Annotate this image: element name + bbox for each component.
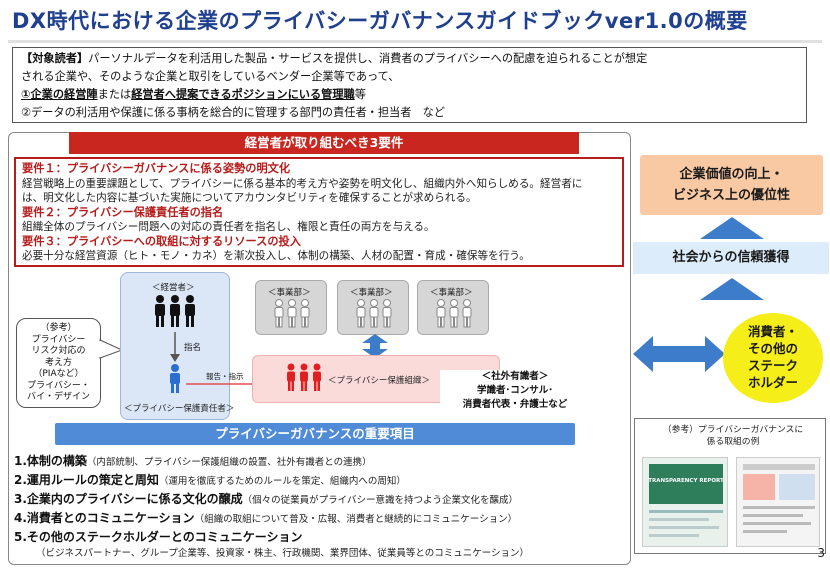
title-divider bbox=[8, 40, 822, 43]
page-number: 3 bbox=[817, 546, 825, 560]
requirement-2-body: 組織全体のプライバシー問題への対応の責任者を指名し、権限と責任の両方を与える。 bbox=[22, 221, 435, 233]
up-chevron-2 bbox=[700, 278, 764, 300]
external-experts-label: ＜社外有識者＞ 学識者･コンサル･ 消費者代表・弁護士など bbox=[440, 370, 590, 416]
reference-examples-caption: （参考）プライバシーガバナンスに 係る取組の例 bbox=[662, 425, 804, 447]
stakeholders-circle: 消費者・ その他の ステーク ホルダー bbox=[723, 313, 823, 403]
department-people-icon-2 bbox=[356, 299, 392, 328]
requirements-banner: 経営者が取り組むべき3要件 bbox=[69, 132, 579, 154]
target-readers-box: 【対象読者】パーソナルデータを利活用した製品・サービスを提供し、消費者のプライバ… bbox=[12, 47, 807, 123]
executive-label: ＜経営者＞ bbox=[152, 283, 195, 293]
governance-item-5: 5.その他のステークホルダーとのコミュニケーション bbox=[14, 530, 303, 544]
report-label: 報告・指示 bbox=[206, 372, 244, 381]
governance-banner: プライバシーガバナンスの重要項目 bbox=[55, 423, 575, 445]
thumbnail-title: TRANSPARENCY REPORT bbox=[648, 478, 724, 484]
target-item-1: ①企業の経営陣または経営者へ提案できるポジションにいる管理職等 bbox=[21, 88, 366, 101]
privacy-page-thumbnail bbox=[736, 457, 820, 547]
corporate-value-box: 企業価値の向上・ ビジネス上の優位性 bbox=[640, 155, 823, 215]
department-people-icon-1 bbox=[274, 299, 310, 328]
department-label-3: ＜事業部＞ bbox=[430, 288, 473, 298]
requirement-1-head: 要件１：プライバシーガバナンスに係る姿勢の明文化 bbox=[22, 162, 291, 175]
appoint-label: 指名 bbox=[184, 343, 202, 353]
up-chevron-1 bbox=[700, 217, 764, 239]
requirement-1-body-2: は、明文化した内容に基づいた実施についてアカウンタビリティを確保することが求めら… bbox=[22, 192, 477, 204]
requirement-2-head: 要件２：プライバシー保護責任者の指名 bbox=[22, 205, 224, 219]
horizontal-double-arrow bbox=[633, 336, 725, 372]
governance-item-4: 4.消費者とのコミュニケーション（組織の取組について普及・広報、消費者と継続的に… bbox=[14, 511, 518, 525]
target-item-2: ②データの利活用や保護に係る事柄を総合的に管理する部門の責任者・担当者 など bbox=[21, 106, 445, 119]
transparency-report-thumbnail: TRANSPARENCY REPORT bbox=[642, 457, 728, 547]
requirement-3-head: 要件３：プライバシーへの取組に対するリソースの投入 bbox=[22, 234, 301, 248]
governance-item-1: 1.体制の構築（内部統制、プライバシー保護組織の設置、社外有識者との連携） bbox=[14, 454, 372, 468]
executive-people-icon bbox=[155, 295, 195, 327]
governance-item-5-desc: （ビジネスパートナー、グループ企業等、投資家・株主、行政機関、業界団体、従業員等… bbox=[36, 548, 530, 559]
social-trust-box: 社会からの信頼獲得 bbox=[633, 242, 829, 274]
privacy-org-people-icon bbox=[287, 363, 321, 391]
requirement-3-body: 必要十分な経営資源（ヒト・モノ・カネ）を漸次投入し、体制の構築、人材の配置・育成… bbox=[22, 250, 530, 262]
requirements-box: 要件１：プライバシーガバナンスに係る姿勢の明文化 経営戦略上の重要課題として、プ… bbox=[14, 157, 624, 267]
officer-icon bbox=[170, 364, 180, 393]
governance-item-3: 3.企業内のプライバシーに係る文化の醸成（個々の従業員がプライバシー意識を持つよ… bbox=[14, 492, 518, 506]
callout-pointer bbox=[99, 339, 124, 359]
reference-callout: （参考） プライバシー リスク対応の 考え方 （PIAなど） プライバシー・ バ… bbox=[16, 318, 101, 408]
governance-items: 1.体制の構築（内部統制、プライバシー保護組織の設置、社外有識者との連携） 2.… bbox=[14, 450, 626, 562]
privacy-org-label: ＜プライバシー保護組織＞ bbox=[328, 376, 430, 386]
officer-label: ＜プライバシー保護責任者＞ bbox=[124, 404, 235, 414]
page-title: DX時代における企業のプライバシーガバナンスガイドブックver1.0の概要 bbox=[12, 9, 748, 33]
appoint-arrow bbox=[170, 332, 180, 362]
target-line-2: される企業や、そのような企業と取引をしているベンダー企業等であって、 bbox=[21, 70, 400, 83]
department-people-icon-3 bbox=[436, 299, 472, 328]
department-label-1: ＜事業部＞ bbox=[268, 288, 311, 298]
requirement-1-body-1: 経営戦略上の重要課題として、プライバシーに係る基本的考え方や姿勢を明文化し、組織… bbox=[22, 177, 583, 190]
target-line-1: 【対象読者】パーソナルデータを利活用した製品・サービスを提供し、消費者のプライバ… bbox=[21, 52, 648, 65]
target-label: 【対象読者】 bbox=[21, 52, 89, 65]
department-label-2: ＜事業部＞ bbox=[350, 288, 393, 298]
vertical-double-arrow bbox=[362, 334, 388, 358]
governance-item-2: 2.運用ルールの策定と周知（運用を徹底するためのルールを策定、組織内への周知） bbox=[14, 473, 406, 487]
